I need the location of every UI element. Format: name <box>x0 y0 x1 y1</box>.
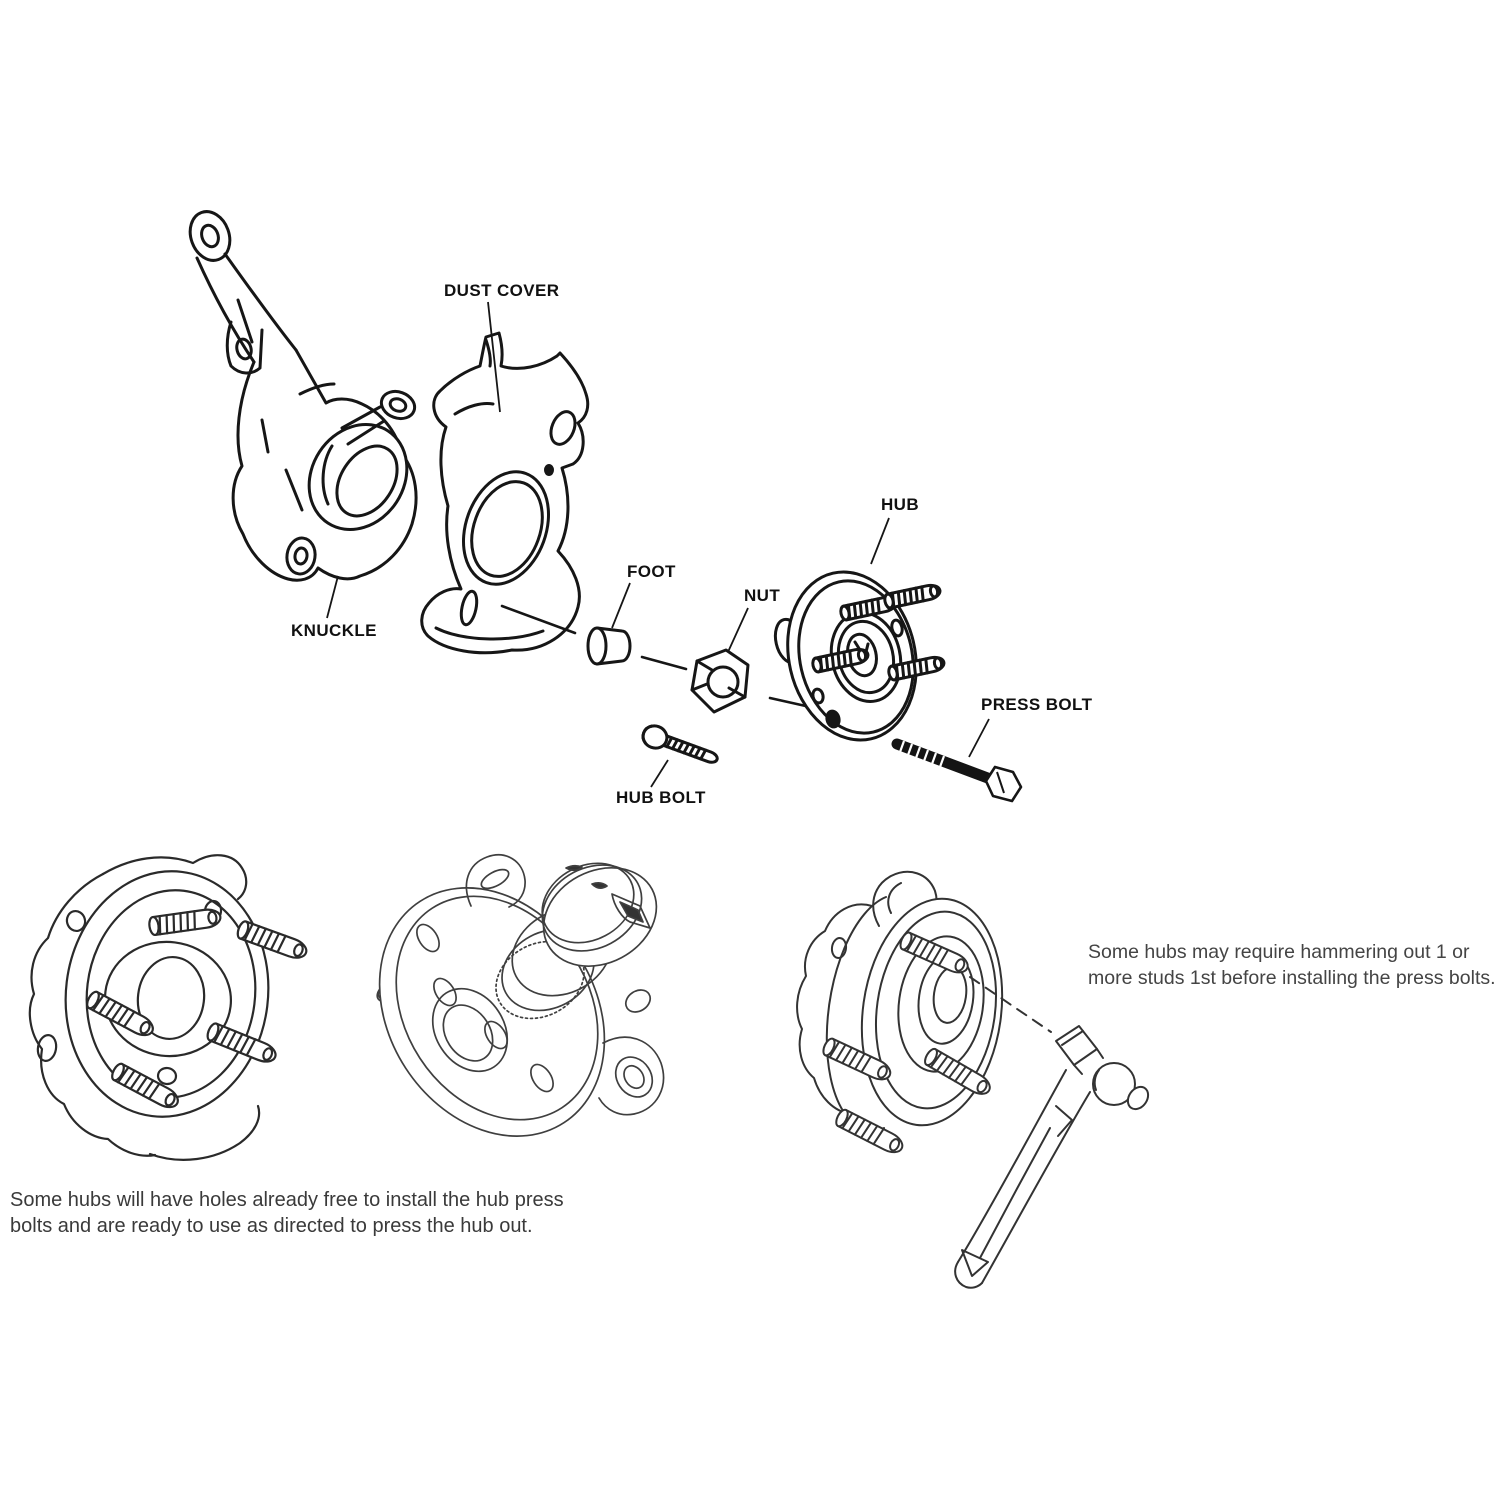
press-bolt-leader-line <box>968 718 990 758</box>
hub-rear-view-drawing <box>373 854 665 1138</box>
foot-leader-line <box>611 582 631 629</box>
note-hammer-line2: more studs 1st before installing the pre… <box>1088 967 1496 989</box>
hub-hammer-drawing <box>796 871 1150 1289</box>
hub-drawing <box>773 570 947 742</box>
dust-cover-label: DUST COVER <box>444 281 559 300</box>
note-free-holes-line2: bolts and are ready to use as directed t… <box>10 1215 533 1237</box>
nut-drawing <box>690 648 750 714</box>
hammer-target-dashed-line <box>969 976 1052 1033</box>
knuckle-leader-line <box>326 575 339 619</box>
press-bolt-drawing <box>891 738 1023 803</box>
dust-cover-drawing <box>420 331 590 655</box>
note-hammer-line1: Some hubs may require hammering out 1 or <box>1088 941 1470 963</box>
dust-cover-leader-line <box>487 301 501 413</box>
note-free-holes-line1: Some hubs will have holes already free t… <box>10 1189 564 1211</box>
hub-leader-line <box>870 517 890 565</box>
nut-label: NUT <box>744 586 780 605</box>
hub-label: HUB <box>881 495 919 514</box>
hub-front-view-drawing <box>28 854 311 1161</box>
press-bolt-label: PRESS BOLT <box>981 695 1093 714</box>
hammer-icon <box>954 1025 1150 1289</box>
knuckle-drawing <box>188 210 418 582</box>
hub-bolt-drawing <box>641 724 719 764</box>
hub-bolt-leader-line <box>650 759 669 788</box>
foot-label: FOOT <box>627 562 676 581</box>
knuckle-label: KNUCKLE <box>291 621 377 640</box>
hub-bolt-label: HUB BOLT <box>616 788 706 807</box>
nut-leader-line <box>727 607 749 653</box>
foot-drawing <box>586 626 632 666</box>
